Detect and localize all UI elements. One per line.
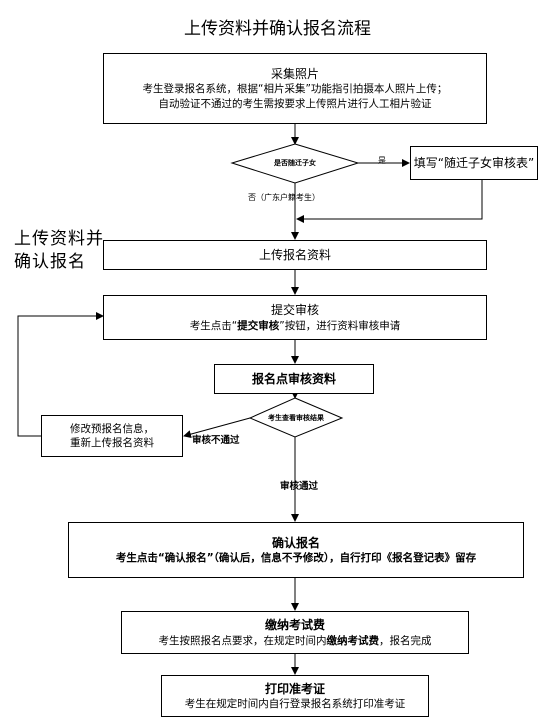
label-no: 否（广东户籍考生）: [248, 193, 320, 202]
step-print-line: 考生在规定时间内自行登录报名系统打印准考证: [184, 698, 406, 710]
step-print-title: 打印准考证: [264, 681, 325, 696]
arrow-form-to-merge: [296, 180, 483, 223]
step-confirm-registration: 确认报名 考生点击“确认报名”（确认后，信息不予修改），自行打印《报名登记表》留…: [68, 522, 524, 578]
step-pay-fee: 缴纳考试费 考生按照报名点要求，在规定时间内缴纳考试费，报名完成: [121, 611, 469, 654]
step-collect-photo: 采集照片 考生登录报名系统，根据“相片采集”功能指引拍摄本人照片上传； 自动验证…: [103, 53, 487, 124]
label-fail: 审核不通过: [192, 435, 240, 446]
decision2-label: 考生查看审核结果: [268, 414, 324, 422]
step-print-ticket: 打印准考证 考生在规定时间内自行登录报名系统打印准考证: [161, 675, 429, 717]
arrow-fail-to-modify: [183, 417, 251, 439]
step-submit-title: 提交审核: [270, 303, 319, 318]
step-submit-line: 考生点击“提交审核”按钮，进行资料审核申请: [189, 319, 401, 332]
step-fill-form: 填写“随迁子女审核表”: [410, 146, 538, 180]
step-confirm-title: 确认报名: [271, 535, 320, 550]
step-collect-title: 采集照片: [270, 67, 319, 82]
step-modify-line2: 重新上传报名资料: [70, 437, 154, 449]
step-point-review: 报名点审核资料: [214, 364, 374, 394]
arrow-modify-to-submit: [17, 312, 104, 437]
decision1-label: 是否随迁子女: [274, 159, 316, 167]
step-confirm-line: 考生点击“确认报名”（确认后，信息不予修改），自行打印《报名登记表》留存: [115, 552, 477, 564]
side-title: 上传资料并确认报名: [14, 229, 104, 272]
step-pay-line: 考生按照报名点要求，在规定时间内缴纳考试费，报名完成: [158, 634, 432, 647]
step-pay-title: 缴纳考试费: [264, 618, 325, 633]
step-collect-line1: 考生登录报名系统，根据“相片采集”功能指引拍摄本人照片上传；: [142, 83, 448, 96]
step-modify-info: 修改预报名信息， 重新上传报名资料: [41, 415, 183, 457]
label-pass: 审核通过: [280, 481, 319, 492]
step-submit-review: 提交审核 考生点击“提交审核”按钮，进行资料审核申请: [103, 295, 487, 340]
step-upload-materials: 上传报名资料: [103, 240, 487, 270]
step-modify-line1: 修改预报名信息，: [70, 422, 154, 435]
step-collect-line2: 自动验证不通过的考生需按要求上传照片进行人工相片验证: [158, 97, 432, 110]
decision-diamond-1: [230, 143, 360, 184]
page-title: 上传资料并确认报名流程: [184, 19, 371, 39]
label-yes: 是: [378, 156, 386, 165]
decision-diamond-2: [248, 397, 344, 438]
